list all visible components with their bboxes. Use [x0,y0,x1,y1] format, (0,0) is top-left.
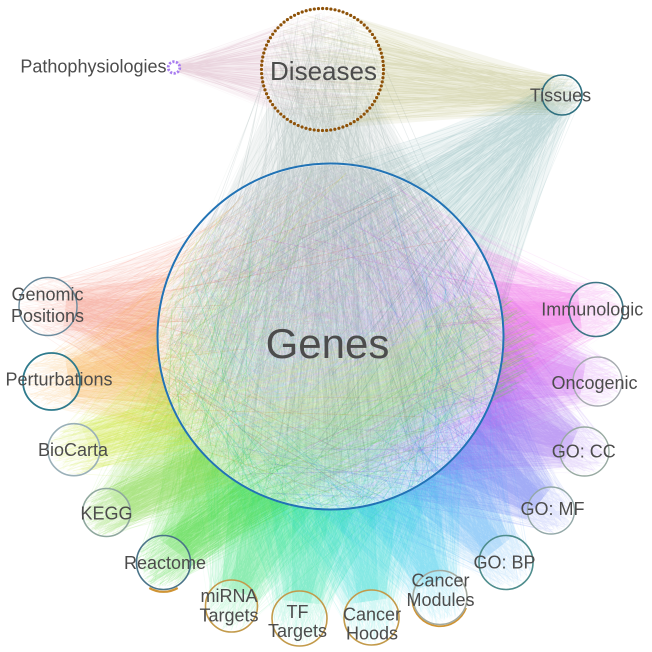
svg-text:Perturbations: Perturbations [5,370,112,390]
svg-text:Modules: Modules [406,590,474,610]
svg-text:Positions: Positions [11,306,84,326]
svg-text:Targets: Targets [268,621,327,641]
svg-text:Hoods: Hoods [346,624,398,644]
svg-text:miRNA: miRNA [201,586,258,606]
svg-text:Oncogenic: Oncogenic [551,373,637,393]
svg-text:Cancer: Cancer [343,605,401,625]
svg-text:Immunologic: Immunologic [541,300,643,320]
svg-text:Genomic: Genomic [11,285,83,305]
svg-text:Genes: Genes [266,320,390,367]
svg-text:GO: CC: GO: CC [552,442,616,462]
svg-text:BioCarta: BioCarta [38,440,109,460]
svg-text:TF: TF [287,602,309,622]
svg-text:GO: BP: GO: BP [473,553,535,573]
svg-text:Diseases: Diseases [270,56,377,86]
svg-text:Pathophysiologies: Pathophysiologies [20,57,166,77]
svg-text:Reactome: Reactome [124,553,206,573]
svg-text:Tissues: Tissues [530,86,591,106]
svg-text:Targets: Targets [199,606,258,626]
svg-text:Cancer: Cancer [411,571,469,591]
svg-text:KEGG: KEGG [80,504,132,524]
svg-text:GO: MF: GO: MF [521,499,585,519]
